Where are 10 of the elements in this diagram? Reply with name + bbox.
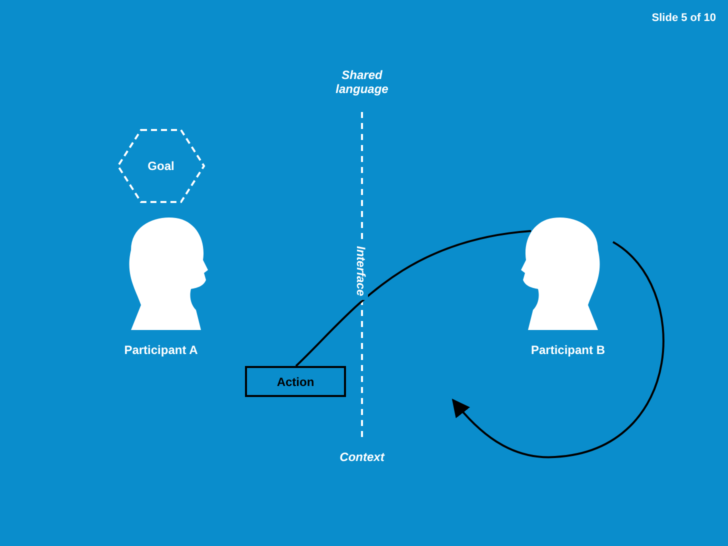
action-box: Action [245, 366, 346, 397]
interface-label: Interface [354, 242, 368, 300]
curved-line [295, 230, 532, 367]
curved-arrow [452, 241, 664, 458]
goal-label: Goal [146, 159, 176, 173]
participant-label: Participant B [530, 343, 606, 357]
slide-number: Slide 5 of 10 [650, 12, 716, 24]
context-label: Context [338, 450, 386, 464]
shared-language-label: Shared language [334, 68, 390, 96]
participant-label: Participant A [123, 343, 199, 357]
